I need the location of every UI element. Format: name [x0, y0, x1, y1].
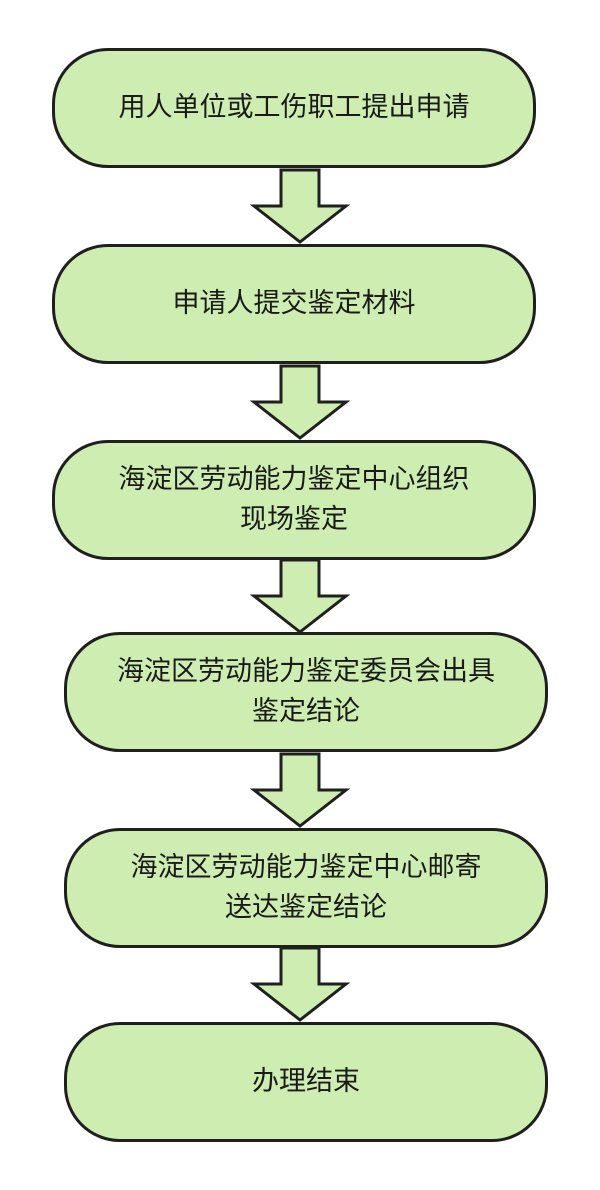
down-arrow-icon — [250, 558, 350, 634]
down-arrow-icon — [250, 752, 350, 828]
down-arrow-icon — [250, 168, 350, 244]
step-label-5: 海淀区劳动能力鉴定中心邮寄 送达鉴定结论 — [130, 852, 482, 923]
step-box-2: 申请人提交鉴定材料 — [52, 244, 536, 364]
step-label-1: 用人单位或工伤职工提出申请 — [118, 92, 470, 123]
step-label-6: 办理结束 — [252, 1066, 360, 1097]
step-label-4: 海淀区劳动能力鉴定委员会出具 鉴定结论 — [117, 656, 495, 727]
down-arrow-icon — [250, 946, 350, 1022]
step-box-1: 用人单位或工伤职工提出申请 — [52, 48, 536, 168]
down-arrow-icon — [250, 364, 350, 440]
step-box-6: 办理结束 — [64, 1022, 548, 1142]
step-label-2: 申请人提交鉴定材料 — [172, 288, 416, 319]
step-box-3: 海淀区劳动能力鉴定中心组织 现场鉴定 — [52, 440, 536, 560]
step-box-5: 海淀区劳动能力鉴定中心邮寄 送达鉴定结论 — [64, 828, 548, 948]
step-box-4: 海淀区劳动能力鉴定委员会出具 鉴定结论 — [64, 632, 548, 752]
step-label-3: 海淀区劳动能力鉴定中心组织 现场鉴定 — [118, 464, 470, 535]
